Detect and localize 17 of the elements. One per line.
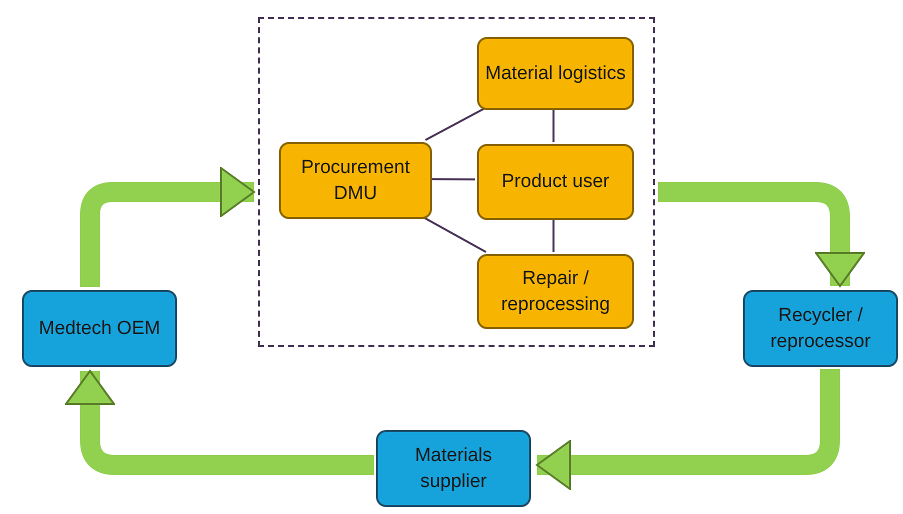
process-box: Procurement DMU [279, 142, 432, 219]
connector-line [425, 107, 486, 141]
process-box: Product user [477, 144, 634, 220]
process-box: Material logistics [477, 37, 634, 110]
curved-block-arrow [536, 369, 840, 490]
curved-block-arrow [658, 182, 865, 287]
actor-box: Recycler / reprocessor [743, 290, 898, 367]
connector-line [552, 108, 554, 142]
dashed-group-border [258, 17, 655, 347]
curved-block-arrow [80, 167, 255, 287]
connector-line [430, 178, 475, 180]
curved-block-arrow [65, 370, 374, 475]
connector-line [552, 218, 554, 252]
connector-line [422, 216, 486, 253]
actor-box: Medtech OEM [22, 290, 177, 367]
actor-box: Materials supplier [376, 430, 531, 507]
process-box: Repair / reprocessing [477, 254, 634, 329]
